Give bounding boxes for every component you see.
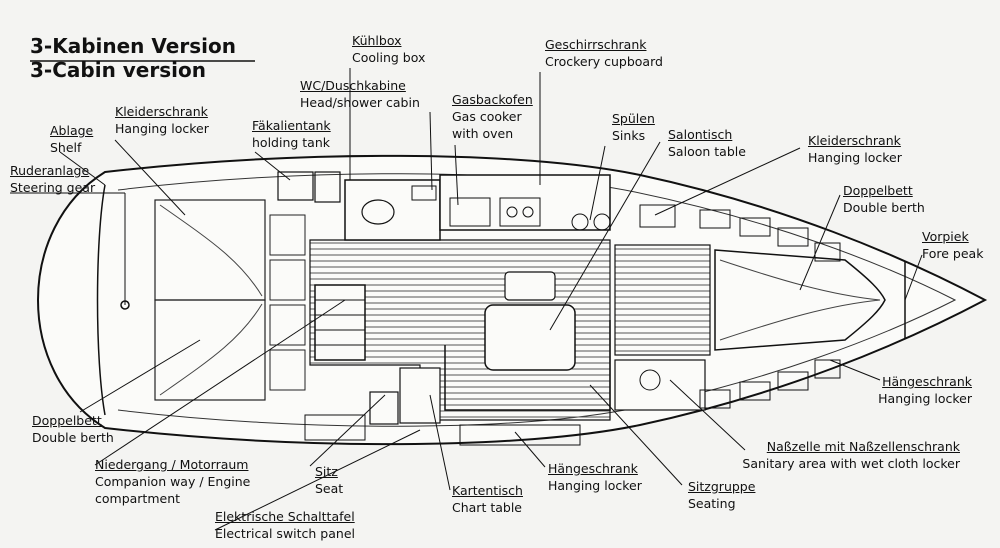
fore-berth: [714, 249, 886, 351]
label-en2: compartment: [95, 491, 181, 506]
head-cabin: [344, 179, 441, 241]
label-de: Doppelbett: [843, 183, 913, 198]
label-hanging-locker-bottom: Hängeschrank Hanging locker: [548, 460, 642, 494]
label-crockery-cupboard: Geschirrschrank Crockery cupboard: [545, 36, 663, 70]
hanging-locker-bottom: [459, 424, 581, 446]
label-en: Double berth: [843, 200, 925, 215]
label-gas-cooker: Gasbackofen Gas cooker with oven: [452, 91, 533, 142]
wet-area: [614, 359, 706, 411]
label-fore-peak: Vorpiek Fore peak: [922, 228, 983, 262]
label-en: holding tank: [252, 135, 331, 150]
label-en: Hanging locker: [808, 150, 902, 165]
label-en: Crockery cupboard: [545, 54, 663, 69]
label-de: Niedergang / Motorraum: [95, 457, 249, 472]
label-en: Sinks: [612, 128, 646, 143]
label-de: Kühlbox: [352, 33, 402, 48]
label-de: Ablage: [50, 123, 94, 138]
label-en: Gas cooker: [452, 109, 522, 124]
title-en: 3-Cabin version: [30, 58, 206, 82]
label-cooling-box: Kühlbox Cooling box: [352, 32, 425, 66]
label-de: Gasbackofen: [452, 92, 533, 107]
label-en: Electrical switch panel: [215, 526, 355, 541]
label-de: Fäkalientank: [252, 118, 331, 133]
label-en: Cooling box: [352, 50, 426, 65]
label-de: Sitz: [315, 464, 338, 479]
leader-lines: [10, 68, 923, 531]
label-de: Vorpiek: [922, 229, 969, 244]
label-seat: Sitz Seat: [315, 463, 343, 497]
label-de: Naßzelle mit Naßzellenschrank: [766, 439, 960, 454]
label-en: Double berth: [32, 430, 114, 445]
title-de: 3-Kabinen Version: [30, 34, 236, 58]
label-en: Shelf: [50, 140, 82, 155]
forward-floor: [614, 244, 711, 356]
seating-u: [444, 320, 611, 411]
label-electrical-panel: Elektrische Schalttafel Electrical switc…: [215, 508, 355, 542]
label-en: Hanging locker: [878, 391, 972, 406]
label-en: Hanging locker: [115, 121, 209, 136]
saloon-table: [484, 304, 576, 371]
label-sanitary-area: Naßzelle mit Naßzellenschrank Sanitary a…: [742, 438, 960, 472]
label-saloon-table: Salontisch Saloon table: [668, 126, 746, 160]
label-steering-gear: Ruderanlage Steering gear: [10, 162, 95, 196]
label-de: Spülen: [612, 111, 655, 126]
seat: [369, 391, 399, 425]
label-de: Elektrische Schalttafel: [215, 509, 355, 524]
companionway: [314, 284, 366, 361]
label-sinks: Spülen Sinks: [612, 110, 655, 144]
label-de: Salontisch: [668, 127, 733, 142]
label-en: Saloon table: [668, 144, 746, 159]
label-en2: with oven: [452, 126, 514, 141]
gas-cooker: [499, 197, 541, 227]
label-en: Chart table: [452, 500, 522, 515]
label-de: Doppelbett: [32, 413, 102, 428]
label-en: Fore peak: [922, 246, 984, 261]
label-en: Seating: [688, 496, 736, 511]
diagram-title: 3-Kabinen Version 3-Cabin version: [30, 34, 236, 82]
label-seating: Sitzgruppe Seating: [688, 478, 755, 512]
label-en: Sanitary area with wet cloth locker: [742, 456, 960, 471]
sink-1: [571, 213, 589, 231]
label-hanging-locker-aft: Kleiderschrank Hanging locker: [115, 103, 209, 137]
label-de: Hängeschrank: [548, 461, 638, 476]
label-hanging-locker-bow: Hängeschrank Hanging locker: [878, 373, 972, 407]
label-en: Hanging locker: [548, 478, 642, 493]
holding-tank-box: [277, 171, 314, 201]
label-shelf: Ablage Shelf: [50, 122, 93, 156]
label-holding-tank: Fäkalientank holding tank: [252, 117, 331, 151]
label-hanging-locker-fwd: Kleiderschrank Hanging locker: [808, 132, 902, 166]
label-en: Steering gear: [10, 180, 96, 195]
label-en: Seat: [315, 481, 344, 496]
label-en: Companion way / Engine: [95, 474, 251, 489]
label-double-berth-aft: Doppelbett Double berth: [32, 412, 114, 446]
transom-line: [96, 184, 106, 416]
label-de: Kleiderschrank: [808, 133, 901, 148]
label-de: Ruderanlage: [10, 163, 90, 178]
sink-2: [593, 213, 611, 231]
label-de: Geschirrschrank: [545, 37, 647, 52]
label-head-shower: WC/Duschkabine Head/shower cabin: [300, 77, 420, 111]
label-de: Kleiderschrank: [115, 104, 208, 119]
label-chart-table: Kartentisch Chart table: [452, 482, 523, 516]
label-de: Hängeschrank: [882, 374, 972, 389]
label-en: Head/shower cabin: [300, 95, 420, 110]
galley-counter: [439, 174, 611, 231]
label-de: Kartentisch: [452, 483, 523, 498]
cooling-box: [449, 197, 491, 227]
chart-table: [399, 367, 441, 424]
label-double-berth-fwd: Doppelbett Double berth: [843, 182, 925, 216]
label-de: Sitzgruppe: [688, 479, 756, 494]
label-companion-way: Niedergang / Motorraum Companion way / E…: [95, 456, 250, 507]
aft-berth-stbd: [154, 299, 266, 401]
label-de: WC/Duschkabine: [300, 78, 406, 93]
